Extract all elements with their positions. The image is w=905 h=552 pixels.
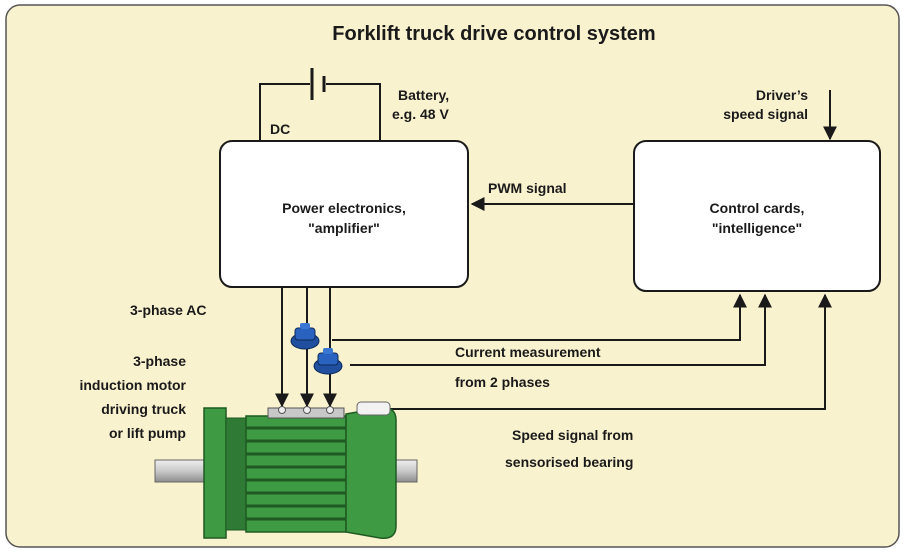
motor-body (245, 415, 347, 533)
ac-label: 3-phase AC (130, 302, 207, 318)
driver-signal-line2: speed signal (723, 106, 808, 122)
battery-circuit (259, 68, 381, 140)
driver-signal-line1: Driver’s (756, 87, 808, 103)
bearing-sensor (356, 401, 391, 416)
current-feedback-line-2 (350, 293, 772, 366)
power-box-line2: "amplifier" (308, 220, 380, 236)
current-label-line1: Current measurement (455, 344, 601, 360)
motor-label-line2: induction motor (79, 377, 186, 393)
motor-label-line4: or lift pump (109, 425, 186, 441)
motor-label-line3: driving truck (101, 401, 186, 417)
speed-label-line1: Speed signal from (512, 427, 633, 443)
control-cards-box (633, 140, 881, 292)
control-box-line2: "intelligence" (712, 220, 802, 236)
current-sensor-1 (290, 323, 320, 350)
current-feedback-line-1 (332, 293, 747, 341)
power-electronics-box (219, 140, 469, 288)
induction-motor (154, 401, 418, 539)
pwm-label: PWM signal (488, 180, 567, 196)
diagram-title: Forklift truck drive control system (332, 23, 655, 45)
control-box-line1: Control cards, (710, 200, 805, 216)
battery-label-line1: Battery, (398, 87, 449, 103)
current-sensor-2 (313, 348, 343, 375)
battery-label-line2: e.g. 48 V (392, 106, 449, 122)
speed-feedback-line (390, 293, 832, 410)
motor-label-line1: 3-phase (133, 353, 186, 369)
power-box-line1: Power electronics, (282, 200, 406, 216)
speed-label-line2: sensorised bearing (505, 454, 633, 470)
current-label-line2: from 2 phases (455, 374, 550, 390)
dc-label: DC (270, 121, 290, 137)
